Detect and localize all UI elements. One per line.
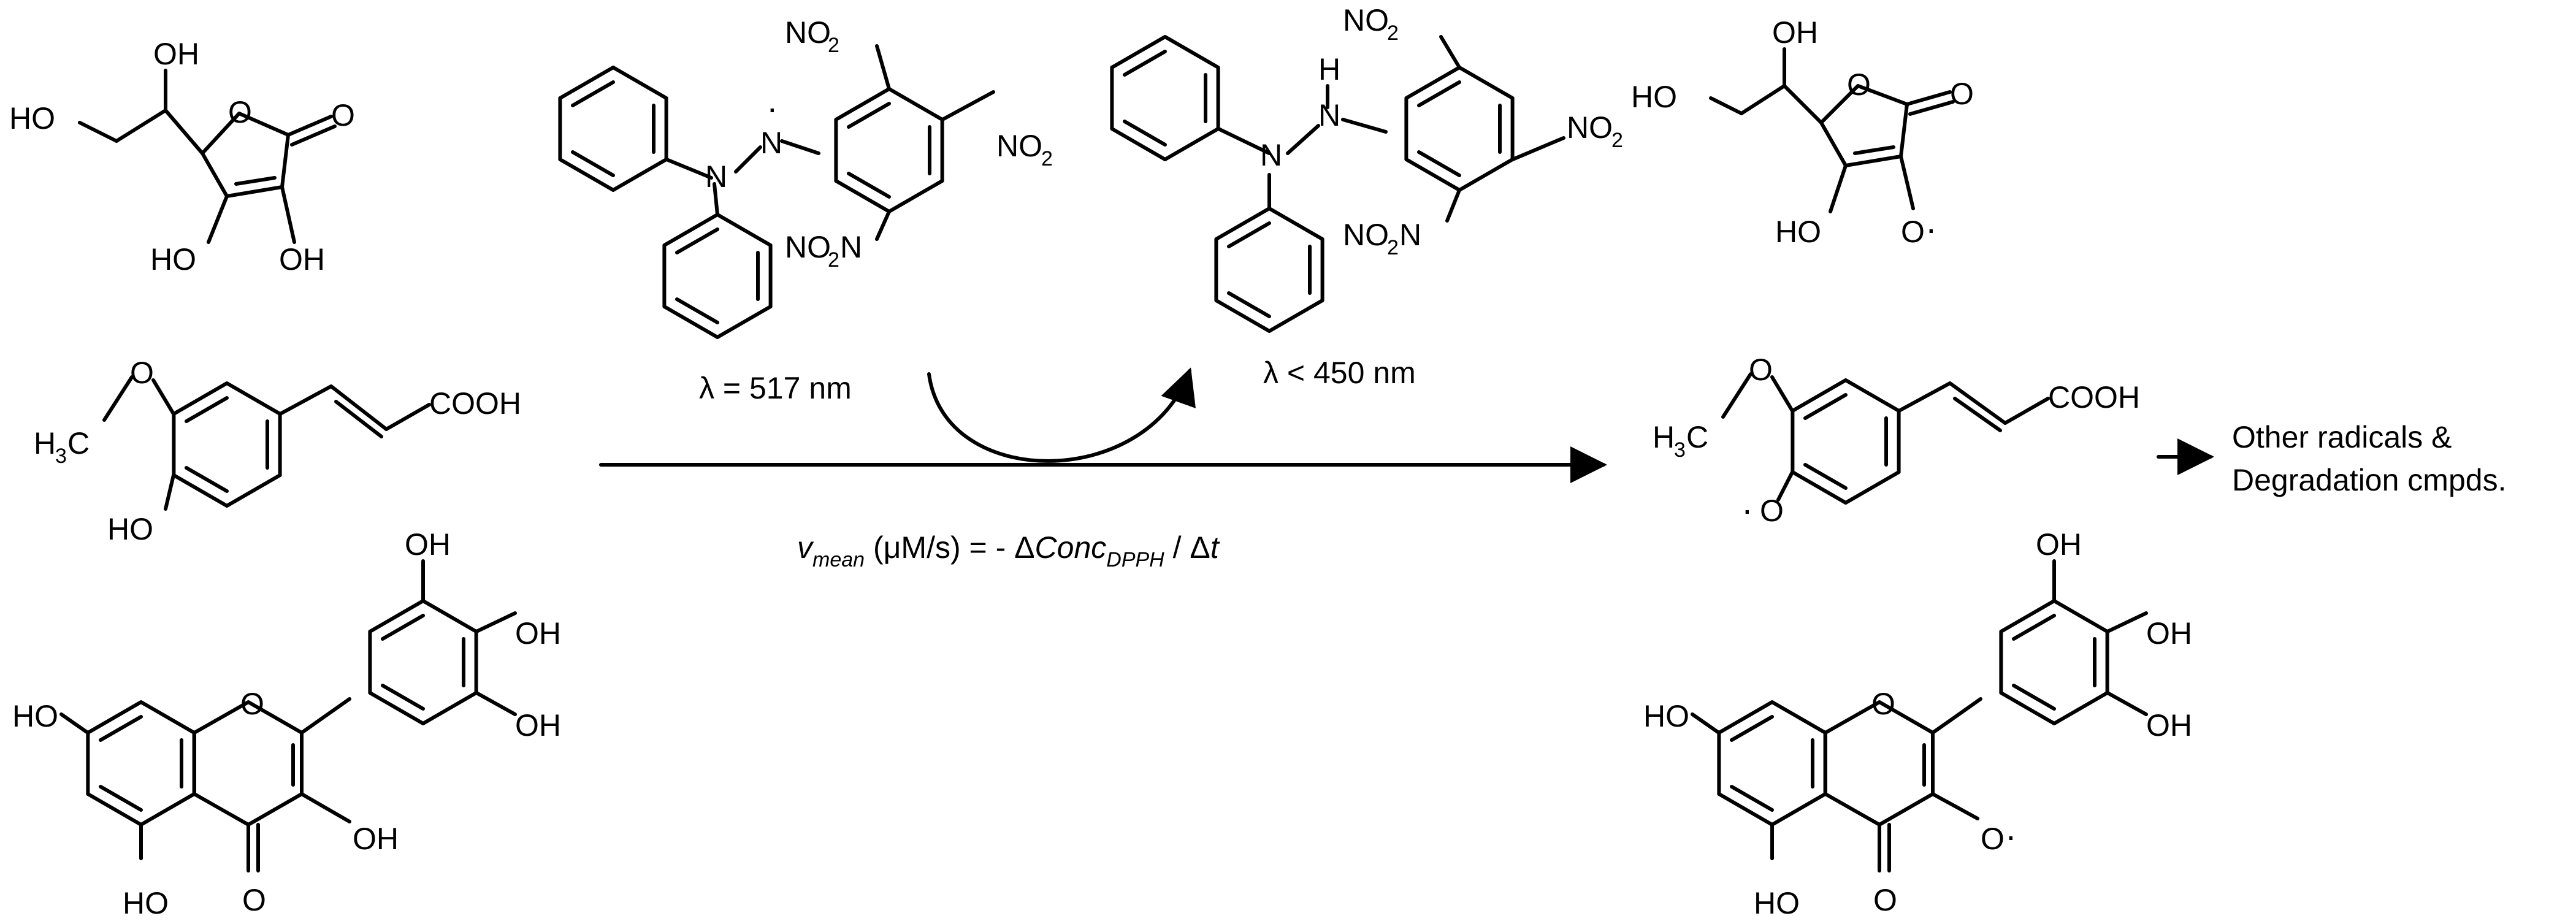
myricetin-radical-dot: · <box>2005 816 2017 855</box>
ferulyl-radical-structure: COOH O H 3 C · O <box>1653 353 2140 529</box>
myricetin-radical-ho-7: HO <box>1643 699 1689 733</box>
ferulic-cooh: COOH <box>429 386 521 421</box>
myricetin-oh-3: OH <box>353 822 399 856</box>
ferulyl-methoxy-o: O <box>1749 353 1773 387</box>
rate-conc-sub: DPPH <box>1106 548 1164 571</box>
dpph-no2-bottom-sub: 2 <box>828 248 839 272</box>
dpph-radical-n: N <box>760 126 782 160</box>
rate-conc: Conc <box>1035 530 1107 565</box>
dpph-h-no2-top-no: NO <box>1343 3 1389 37</box>
myricetin-radical-structure: O HO O · HO O OH OH OH <box>1643 527 2192 920</box>
myricetin-oh-3p: OH <box>405 527 451 562</box>
myricetin-ring-o: O <box>240 687 264 721</box>
dpph-conversion-curved-arrow <box>927 367 1196 463</box>
ferulyl-radical-dot: · <box>1741 490 1753 529</box>
myricetin-radical-oh-5p: OH <box>2146 708 2192 743</box>
dpph-no2-top-sub: 2 <box>828 34 839 57</box>
ascorbic-ho-bottom: HO <box>150 242 196 277</box>
ascorbyl-carbonyl-o: O <box>1950 77 1974 111</box>
myricetin-structure: O HO OH HO O OH OH OH <box>12 527 561 920</box>
myricetin-radical-oh-3p: OH <box>2036 527 2082 562</box>
ferulyl-radical-o: O <box>1760 494 1784 528</box>
dpph-h-no2-bottom-no: NO <box>1343 218 1389 252</box>
myricetin-carbonyl-o: O <box>242 883 266 917</box>
ascorbyl-ho-left: HO <box>1631 80 1677 114</box>
ferulic-acid-structure: COOH O H 3 C HO <box>34 356 521 546</box>
ascorbic-oh-bottom: OH <box>279 242 325 277</box>
dpph-h-structure: N N H NO 2 NO 2 NO 2 N λ < 450 nm <box>1112 3 1623 390</box>
dpph-no2-para-sub: 2 <box>1041 147 1053 170</box>
dpph-radical-structure: N N · NO 2 NO NO 2 NO 2 N λ = 517 nm <box>560 15 1053 405</box>
dpph-radical-wavelength: λ = 517 nm <box>699 371 852 405</box>
dpph-h-no2-top-sub: 2 <box>1387 21 1399 45</box>
ferulyl-cooh: COOH <box>2048 380 2140 414</box>
ferulic-h3c-h: H <box>34 426 56 460</box>
dpph-no2-bottom-no: NO <box>785 230 831 264</box>
ascorbic-carbonyl-o: O <box>331 98 355 132</box>
ascorbic-acid-structure: OH HO O O HO OH <box>9 37 355 277</box>
rate-t: t <box>1210 530 1220 565</box>
products-line-2: Degradation cmpds. <box>2232 463 2506 497</box>
rate-v: v <box>797 530 814 565</box>
myricetin-radical-ring-o: O <box>1871 687 1895 721</box>
ferulic-ho: HO <box>107 512 153 546</box>
rate-v-sub: mean <box>812 548 865 571</box>
dpph-no2-para-no: NO <box>996 129 1042 163</box>
ascorbyl-ring-o: O <box>1847 67 1871 102</box>
dpph-radical-dot: · <box>766 88 778 127</box>
ferulyl-h3c-sub: 3 <box>1674 438 1686 462</box>
myricetin-radical-carbonyl-o: O <box>1873 883 1897 917</box>
ascorbyl-ho-bottom: HO <box>1775 215 1821 249</box>
dpph-h-no2-para-sub: 2 <box>1611 129 1623 152</box>
myricetin-ho-5: HO <box>123 886 169 920</box>
ascorbic-oh-top: OH <box>153 37 199 71</box>
myricetin-radical-ho-5: HO <box>1754 886 1800 920</box>
dpph-h-wavelength: λ < 450 nm <box>1263 356 1416 390</box>
ascorbyl-radical-o: O <box>1901 215 1925 249</box>
myricetin-radical-oh-4p: OH <box>2146 616 2192 651</box>
ascorbyl-radical-dot: · <box>1925 209 1937 248</box>
dpph-h-hydrazine-n: N <box>1318 98 1340 132</box>
ascorbyl-radical-structure: OH HO O O HO O · <box>1631 15 1974 249</box>
myricetin-oh-5p: OH <box>515 708 561 743</box>
ferulyl-h3c-h: H <box>1653 420 1675 454</box>
rate-units: (μM/s) = - Δ <box>865 530 1034 565</box>
dpph-h-no2-bottom-n: N <box>1399 218 1421 252</box>
rate-tail: / Δ <box>1164 530 1210 565</box>
ascorbic-ho-left: HO <box>9 101 55 136</box>
ferulic-h3c-sub: 3 <box>55 445 67 468</box>
ferulic-methoxy-o: O <box>130 356 154 390</box>
dpph-h-hydrogen: H <box>1318 52 1340 86</box>
ferulyl-h3c-c: C <box>1686 420 1708 454</box>
dpph-h-amine-n: N <box>1260 138 1282 172</box>
myricetin-radical-o-3: O <box>1981 822 2005 856</box>
ascorbyl-oh-top: OH <box>1772 15 1818 50</box>
dpph-no2-bottom-n: N <box>840 230 862 264</box>
dpph-no2-top-no: NO <box>785 15 831 50</box>
rate-equation: vmean (μM/s) = - ΔConcDPPH / Δt <box>797 530 1220 571</box>
dpph-h-no2-bottom-sub: 2 <box>1387 236 1399 259</box>
dpph-amine-n: N <box>705 159 727 194</box>
dpph-h-no2-para-no: NO <box>1567 110 1613 145</box>
ascorbic-ring-o: O <box>228 95 252 129</box>
myricetin-oh-4p: OH <box>515 616 561 651</box>
ferulic-h3c-c: C <box>67 426 90 460</box>
myricetin-ho-7: HO <box>12 699 58 733</box>
products-line-1: Other radicals & <box>2232 420 2452 454</box>
